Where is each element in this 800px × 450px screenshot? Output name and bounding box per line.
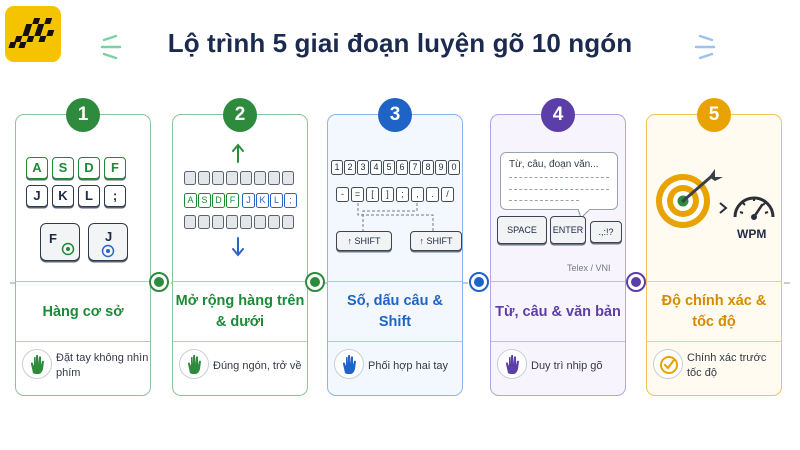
punctuation-key: .,:!? [590,221,622,243]
input-method-note: Telex / VNI [567,263,611,273]
step-5-badge: 5 [697,98,731,132]
key-a: A [26,157,48,179]
home-key-j-label: J [105,229,113,244]
key-bracket-right: ] [381,187,394,202]
shift-right-key: ↑ SHIFT [410,231,462,251]
check-target-icon [653,349,683,379]
key-l: L [78,185,100,207]
text-bubble: Từ, câu, đoạn văn... [500,152,618,210]
step-2-card: A S D F J K L ; Mở rộng hàng trên & dưới… [172,114,308,396]
arrow-up-icon [232,143,244,163]
key-6: 6 [396,160,408,175]
sparkle-left-icon [100,34,122,60]
key-1: 1 [331,160,343,175]
key-f: F [226,193,239,208]
key-3: 3 [357,160,369,175]
step-4-label: Từ, câu & văn bản [495,303,621,320]
connector-lines [357,203,434,231]
chevron-right-icon [719,202,728,214]
key-2: 2 [344,160,356,175]
key-slash: / [441,187,454,202]
step-3-label: Số, dấu câu & Shift [347,293,443,330]
key-d: D [212,193,225,208]
key-s: S [52,157,74,179]
home-key-f-label: F [49,231,57,246]
home-key-f: F [40,223,80,261]
key-semicolon: ; [396,187,409,202]
hand-icon [334,349,364,379]
key-0: 0 [448,160,460,175]
step-3-card: 1 2 3 4 5 6 7 8 9 0 - = [ ] ; , . / ↑ SH… [327,114,463,396]
wpm-label: WPM [737,227,767,241]
key-5: 5 [383,160,395,175]
key-semicolon: ; [104,185,126,207]
timeline-dot-1 [149,272,169,292]
hand-icon [179,349,209,379]
timeline-dot-4 [626,272,646,292]
key-d: D [78,157,100,179]
bubble-text: Từ, câu, đoạn văn... [509,159,599,170]
step-4-tip: Duy trì nhịp gõ [531,359,603,372]
hand-icon [22,349,52,379]
step-5-label: Độ chính xác & tốc độ [661,293,767,330]
step-2-label: Mở rộng hàng trên & dưới [175,293,305,330]
step-4-card: Từ, câu, đoạn văn... SPACE ENTER .,:!? T… [490,114,626,396]
key-s: S [198,193,211,208]
home-row-marker-icon [101,244,115,258]
key-k: K [52,185,74,207]
key-8: 8 [422,160,434,175]
step-5-card: WPM Độ chính xác & tốc độ Chính xác trướ… [646,114,782,396]
step-3-badge: 3 [378,98,412,132]
step-4-badge: 4 [541,98,575,132]
key-a: A [184,193,197,208]
key-4: 4 [370,160,382,175]
key-equals: = [351,187,364,202]
step-1-badge: 1 [66,98,100,132]
key-comma: , [411,187,424,202]
timeline-dot-3 [469,272,489,292]
page-title: Lộ trình 5 giai đoạn luyện gõ 10 ngón [167,28,633,58]
bubble-tail [577,209,591,219]
checkered-flag-icon [8,18,55,48]
key-9: 9 [435,160,447,175]
space-key: SPACE [497,216,547,244]
key-7: 7 [409,160,421,175]
sparkle-right-icon [694,34,716,60]
step-1-label: Hàng cơ sở [42,303,124,320]
shift-left-key: ↑ SHIFT [336,231,392,251]
hand-icon [497,349,527,379]
arrow-down-icon [232,237,244,257]
step-1-tip: Đặt tay không nhìn phím [56,352,149,379]
key-f: F [104,157,126,179]
home-key-j: J [88,223,128,261]
step-1-card: A S D F J K L ; F J Hàng cơ sở Đặt tay k… [15,114,151,396]
brand-logo[interactable] [5,6,61,62]
timeline-dot-2 [305,272,325,292]
home-row-marker-icon [61,242,75,256]
key-j: J [26,185,48,207]
key-minus: - [336,187,349,202]
key-j: J [242,193,255,208]
enter-key: ENTER [550,216,586,244]
step-5-tip: Chính xác trước tốc độ [687,352,767,379]
step-3-tip: Phối hợp hai tay [368,359,448,372]
key-period: . [426,187,439,202]
key-l: L [270,193,283,208]
step-2-tip: Đúng ngón, trở về [213,359,302,372]
speedometer-icon [733,196,775,220]
target-icon [656,169,723,228]
key-semicolon: ; [284,193,297,208]
step-2-badge: 2 [223,98,257,132]
key-bracket-left: [ [366,187,379,202]
key-k: K [256,193,269,208]
